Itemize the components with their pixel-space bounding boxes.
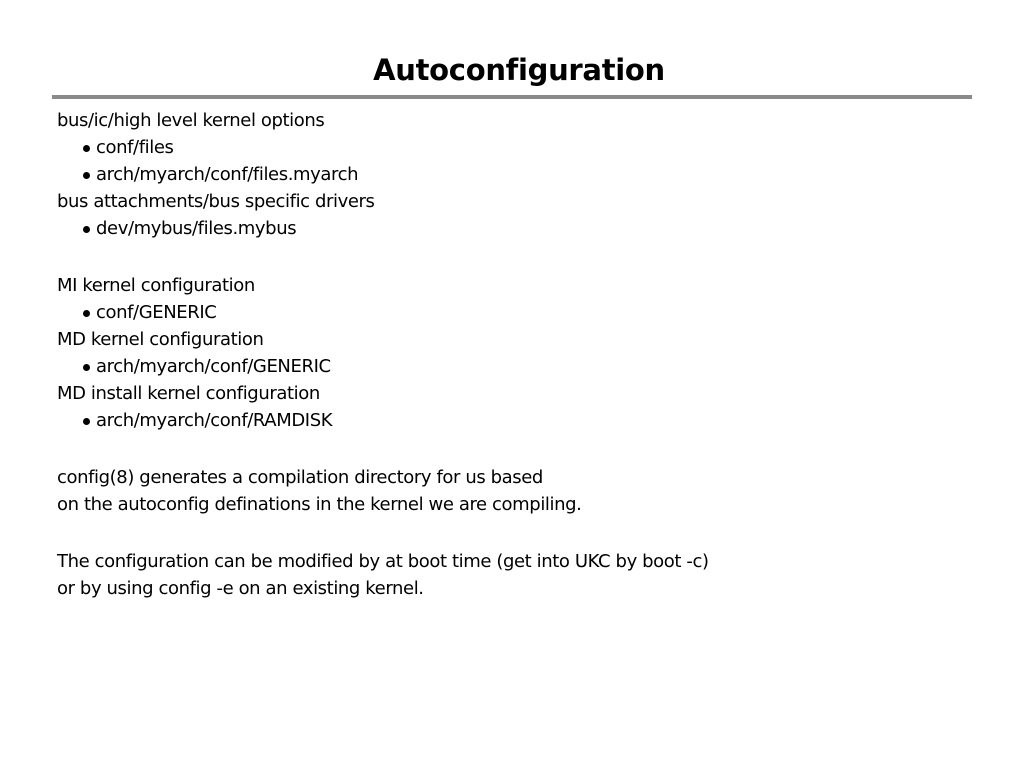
paragraph-line: or by using config -e on an existing ker… [57,578,424,599]
paragraph: config(8) generates a compilation direct… [57,464,987,518]
bullet-item: arch/myarch/conf/RAMDISK [57,407,987,434]
paragraph-line: The configuration can be modified by at … [57,551,709,572]
bullet-text: arch/myarch/conf/files.myarch [96,164,359,185]
spacer [57,434,987,464]
bullet-text: conf/GENERIC [96,302,217,323]
section-heading: bus attachments/bus specific drivers [57,191,375,212]
bullet-text: conf/files [96,137,174,158]
bullet-dot-icon [83,310,90,317]
section-heading: MI kernel configuration [57,275,255,296]
bullet-item: conf/GENERIC [57,299,987,326]
bullet-text: arch/myarch/conf/RAMDISK [96,410,333,431]
spacer [57,518,987,548]
bullet-dot-icon [83,226,90,233]
paragraph-line: on the autoconfig definations in the ker… [57,494,582,515]
section-heading: bus/ic/high level kernel options [57,110,325,131]
spacer [57,242,987,272]
bullet-dot-icon [83,418,90,425]
paragraph: The configuration can be modified by at … [57,548,987,602]
bullet-item: arch/myarch/conf/GENERIC [57,353,987,380]
bullet-dot-icon [83,145,90,152]
bullet-dot-icon [83,364,90,371]
title-divider [52,95,972,99]
slide-content: bus/ic/high level kernel options conf/fi… [57,107,987,602]
bullet-dot-icon [83,172,90,179]
bullet-item: dev/mybus/files.mybus [57,215,987,242]
bullet-text: arch/myarch/conf/GENERIC [96,356,331,377]
slide-title: Autoconfiguration [373,53,665,87]
section-heading: MD install kernel configuration [57,383,320,404]
bullet-item: conf/files [57,134,987,161]
bullet-item: arch/myarch/conf/files.myarch [57,161,987,188]
paragraph-line: config(8) generates a compilation direct… [57,467,543,488]
section-heading: MD kernel configuration [57,329,264,350]
bullet-text: dev/mybus/files.mybus [96,218,297,239]
